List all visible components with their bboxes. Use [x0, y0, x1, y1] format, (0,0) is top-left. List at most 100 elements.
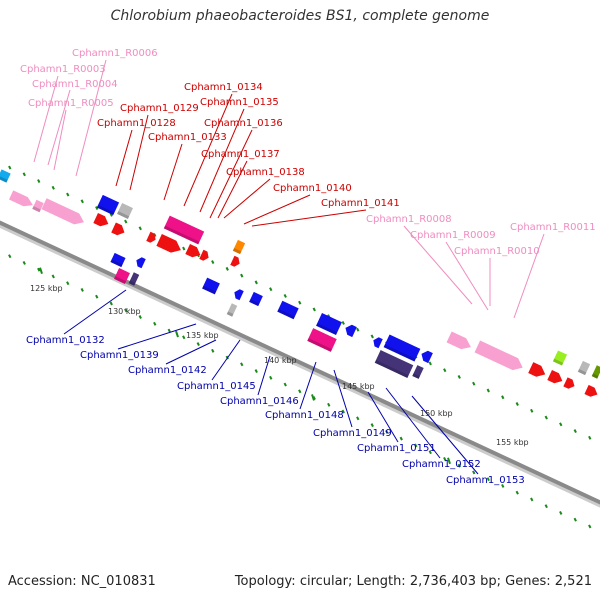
reverse-arrow-body — [345, 324, 357, 338]
rna-feature — [32, 199, 44, 213]
reverse-feature-shade — [277, 308, 295, 320]
accession-info: Accession: NC_010831 — [8, 574, 156, 589]
topology-value: circular; — [299, 574, 353, 589]
reverse-feature — [249, 291, 263, 307]
purple-feature-body — [128, 272, 140, 286]
tick-mark — [66, 192, 70, 197]
tick-mark — [22, 261, 26, 265]
reverse-label: Cphamn1_0145 — [177, 381, 256, 392]
forward-arrow-body — [93, 213, 109, 227]
tick-mark — [370, 423, 374, 428]
pseudo-feature — [117, 203, 133, 219]
forward-label: Cphamn1_0128 — [97, 118, 176, 129]
tick-mark — [544, 415, 548, 420]
magenta-feature-body — [307, 328, 337, 352]
tick-mark — [501, 395, 505, 400]
reverse-feature-body — [316, 313, 342, 335]
lime-feature-body — [552, 350, 568, 366]
tick-mark — [95, 294, 99, 299]
magenta-feature — [114, 268, 130, 284]
tick-mark — [530, 497, 534, 502]
purple-feature — [412, 365, 424, 379]
forward-arrow-body — [199, 249, 209, 261]
reverse-arrow — [345, 324, 357, 338]
tick-mark — [182, 335, 186, 340]
purple-feature-shade — [128, 280, 136, 286]
rna-label: Cphamn1_R0004 — [32, 79, 118, 90]
rna-label: Cphamn1_R0003 — [20, 64, 106, 75]
tick-mark — [225, 266, 229, 271]
rna-label: Cphamn1_R0010 — [454, 246, 540, 257]
forward-arrow — [199, 249, 209, 261]
forward-arrow — [93, 213, 109, 227]
forward-label: Cphamn1_0135 — [200, 97, 279, 108]
orange-feature-shade — [232, 248, 242, 255]
backbone-line — [0, 220, 600, 505]
reverse-label-leader — [211, 339, 241, 381]
scale-label: 130 kbp — [108, 307, 141, 316]
tick-mark — [269, 375, 273, 380]
forward-arrow — [111, 222, 125, 236]
tick-mark — [22, 172, 26, 177]
tick-mark — [124, 308, 128, 313]
tick-mark — [211, 260, 215, 265]
reverse-label-leader — [411, 395, 479, 475]
tick-mark — [66, 281, 70, 286]
reverse-label: Cphamn1_0151 — [357, 443, 436, 454]
tick-mark — [240, 362, 244, 367]
tick-mark — [515, 490, 519, 495]
pseudo-feature-shade — [226, 311, 234, 317]
reverse-feature — [383, 334, 421, 362]
forward-label-leader — [163, 143, 183, 201]
tick-mark — [356, 327, 360, 332]
tick-mark — [51, 274, 55, 279]
purple-feature-body — [412, 365, 424, 379]
reverse-label: Cphamn1_0149 — [313, 428, 392, 439]
tick-mark — [515, 402, 519, 406]
forward-arrow — [528, 362, 546, 377]
cyan-feature — [0, 169, 11, 183]
tick-mark — [312, 307, 316, 312]
tick-mark — [138, 315, 142, 319]
forward-arrow — [563, 377, 575, 389]
tick-mark — [80, 288, 84, 292]
tick-mark — [153, 321, 157, 326]
reverse-feature-body — [277, 300, 299, 320]
tick-mark — [8, 165, 12, 170]
tick-mark — [559, 422, 563, 427]
purple-feature-body — [374, 350, 414, 378]
tick-mark — [182, 246, 186, 251]
reverse-feature-body — [249, 291, 263, 307]
tick-mark — [559, 511, 563, 515]
pseudo-feature-shade — [117, 211, 130, 219]
reverse-arrow — [234, 289, 244, 301]
forward-label-leader — [223, 178, 271, 219]
reverse-feature — [277, 300, 299, 320]
tick-mark — [501, 483, 505, 488]
reverse-arrow — [373, 337, 383, 349]
reverse-feature — [96, 194, 120, 216]
rna-feature-body — [446, 331, 471, 350]
tick-mark — [486, 477, 490, 482]
rna-label: Cphamn1_R0006 — [72, 48, 158, 59]
scale-label: 125 kbp — [30, 284, 63, 293]
figure-title: Chlorobium phaeobacteroides BS1, complet… — [110, 8, 490, 24]
forward-label: Cphamn1_0134 — [184, 82, 263, 93]
rna-feature-shade — [32, 206, 41, 213]
scale-ticks — [8, 165, 592, 529]
reverse-feature — [316, 313, 342, 335]
reverse-label: Cphamn1_0146 — [220, 396, 299, 407]
olive-feature — [591, 365, 600, 379]
tick-mark — [167, 328, 171, 333]
accession-value: NC_010831 — [80, 574, 156, 589]
tick-mark — [443, 368, 447, 373]
forward-arrow — [185, 244, 201, 258]
reverse-arrow-body — [373, 337, 383, 349]
forward-label: Cphamn1_0129 — [120, 103, 199, 114]
forward-arrow-body — [185, 244, 201, 258]
tick-mark — [443, 456, 447, 461]
major-tick — [39, 267, 43, 274]
reverse-arrow — [421, 350, 433, 364]
forward-label-leader — [217, 160, 248, 219]
